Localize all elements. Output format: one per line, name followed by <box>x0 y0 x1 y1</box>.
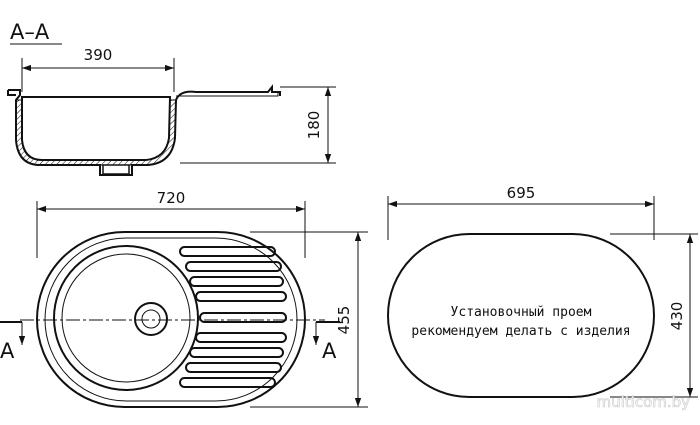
drainboard-ribs <box>179 246 287 388</box>
section-profile: 390 180 <box>7 46 336 176</box>
drain-hole <box>134 302 168 336</box>
cutout-template: 695 Установочный проем рекомендуем делат… <box>387 184 698 398</box>
cut-marker-left: A <box>0 321 26 363</box>
cutout-note-line1: Установочный проем <box>451 305 592 320</box>
sink-bowl <box>53 245 199 391</box>
svg-text:A: A <box>0 339 15 363</box>
dim-label-455: 455 <box>335 306 353 335</box>
dim-label-430: 430 <box>668 302 686 331</box>
cutout-note-line2: рекомендуем делать с изделия <box>411 324 630 339</box>
svg-text:A: A <box>322 339 337 363</box>
dim-label-180: 180 <box>305 111 323 140</box>
watermark: multicom.by <box>596 393 690 411</box>
sink-top-view: 720 A <box>0 189 368 408</box>
section-label: A–A <box>10 20 62 45</box>
section-label-text: A–A <box>10 20 50 44</box>
dim-label-695: 695 <box>507 184 536 202</box>
cutout-outline <box>387 233 655 398</box>
dim-label-390: 390 <box>84 46 113 64</box>
dim-label-720: 720 <box>157 189 186 207</box>
cut-marker-right: A <box>312 321 340 363</box>
